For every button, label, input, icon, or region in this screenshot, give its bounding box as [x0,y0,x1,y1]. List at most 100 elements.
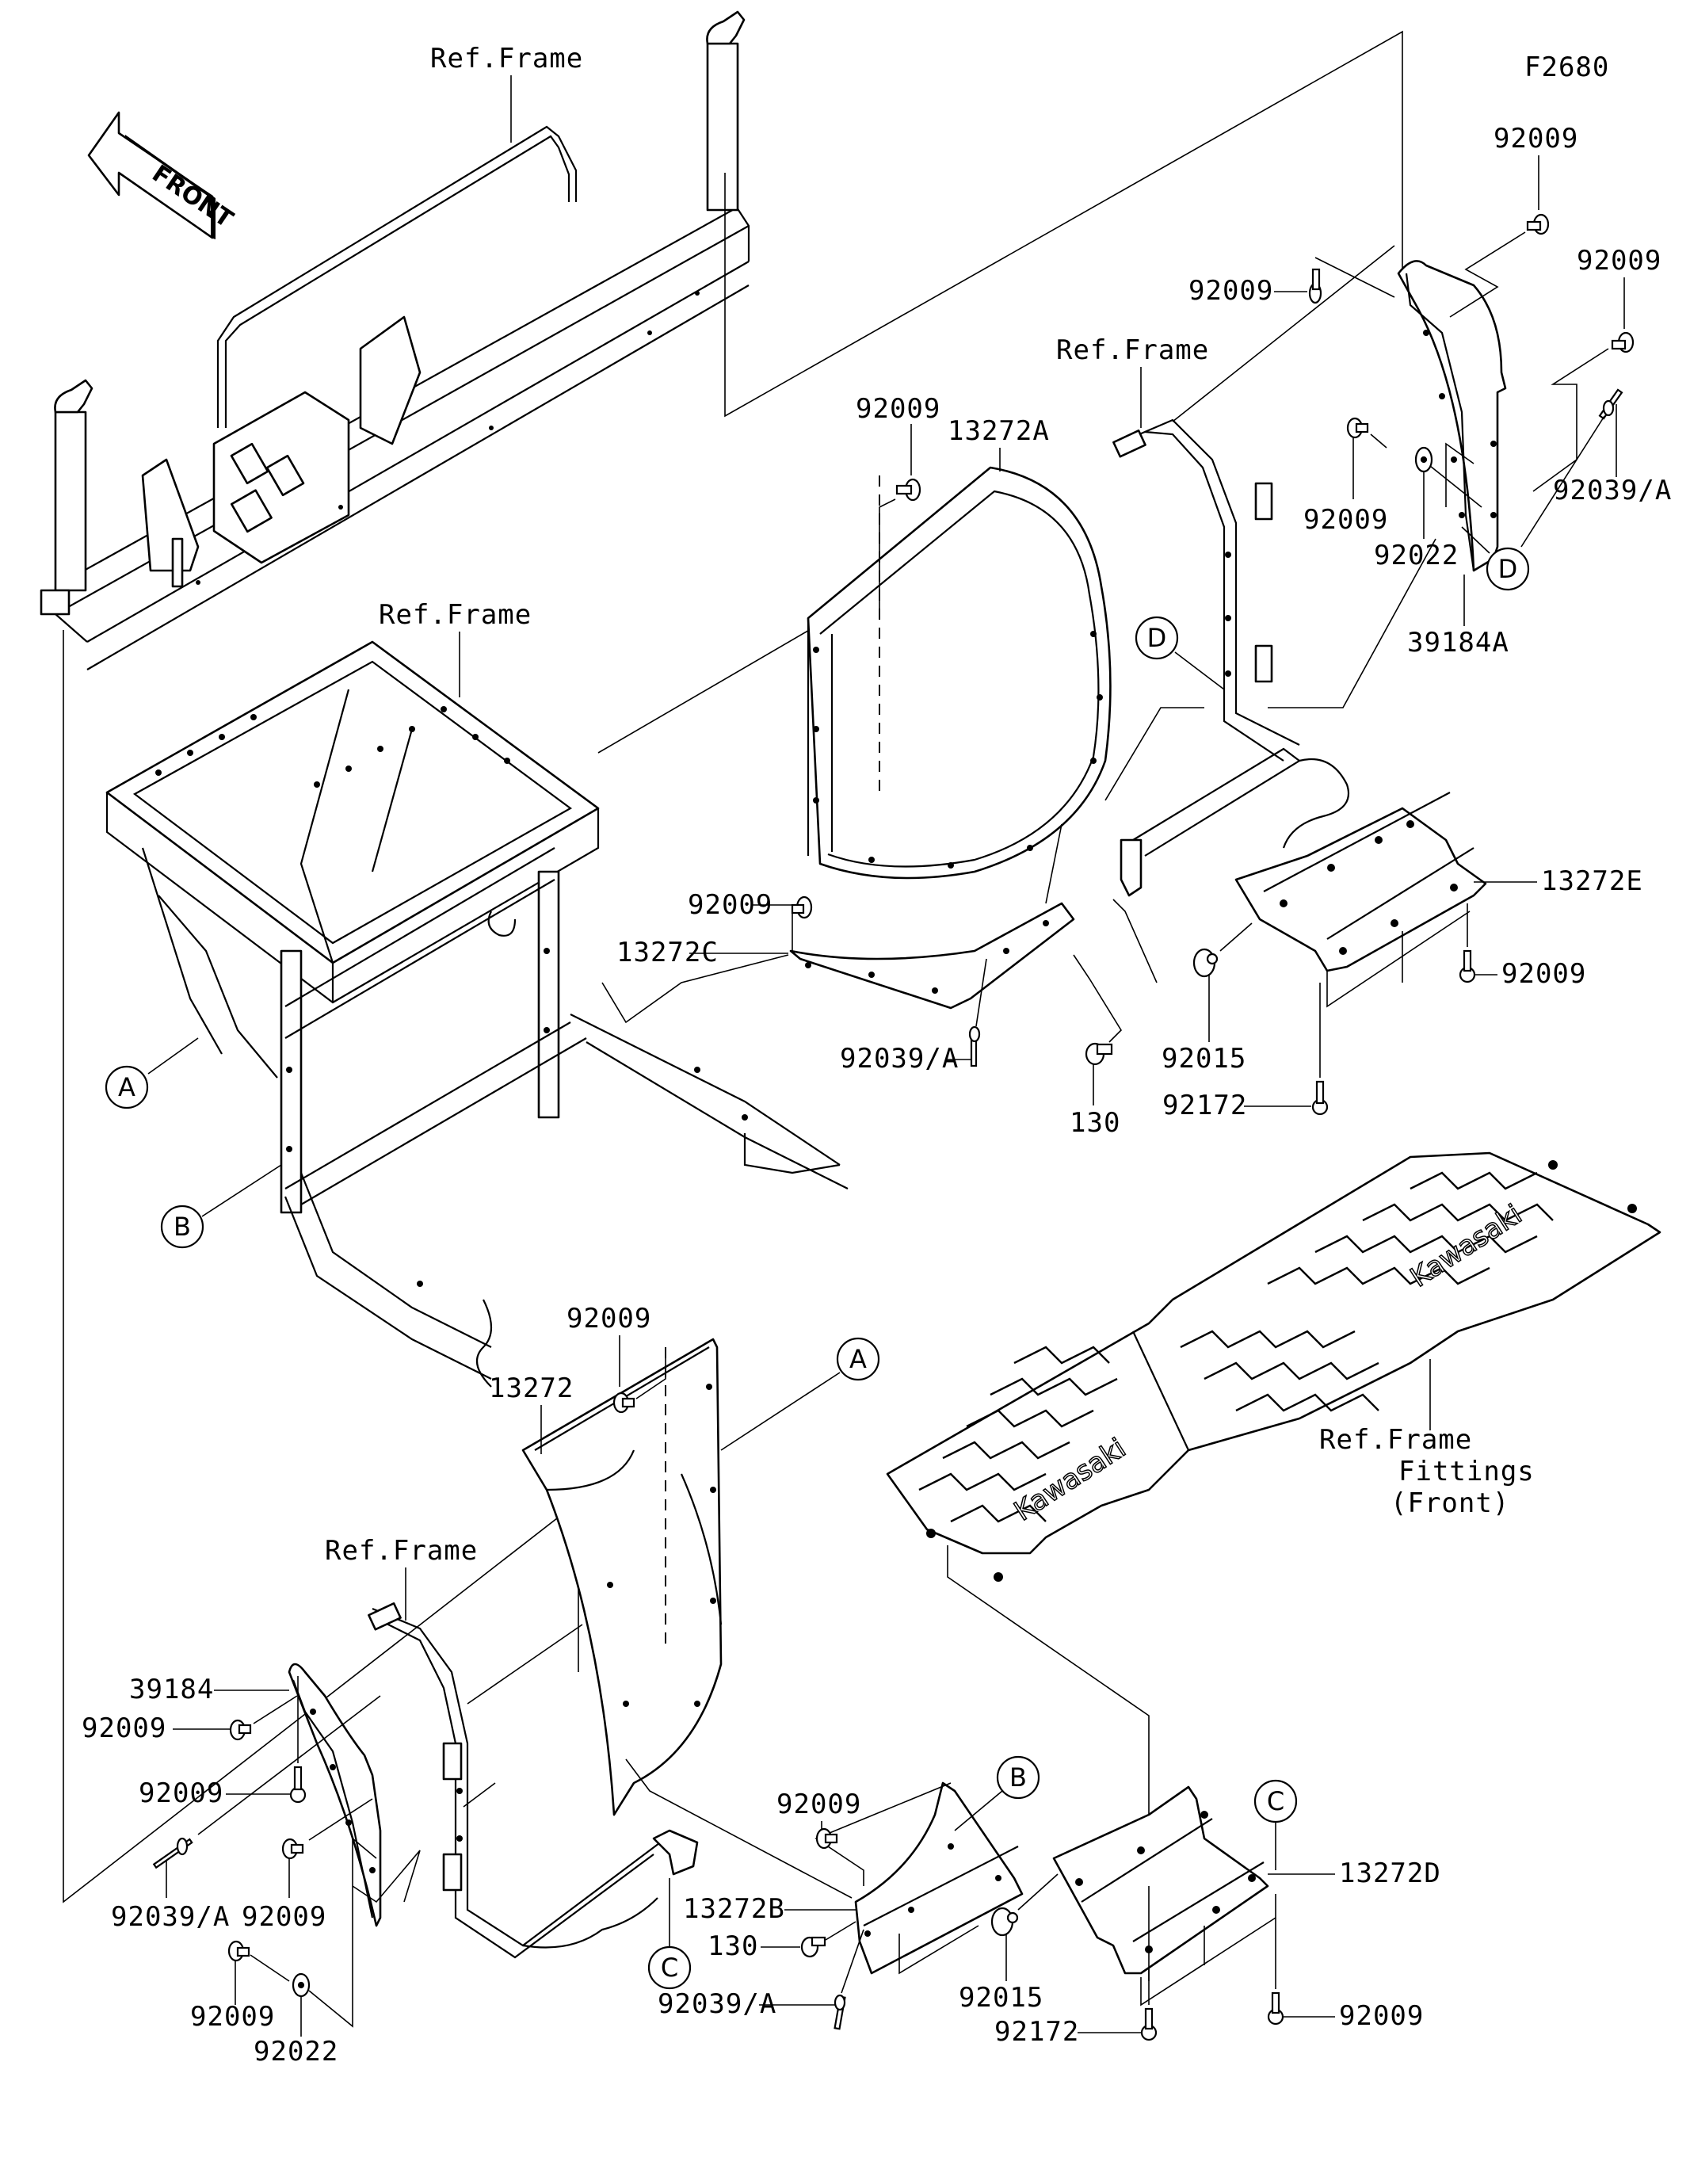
panel-39184 [288,1663,382,1927]
svg-text:92009: 92009 [1501,958,1586,990]
part-label-13272d: 13272D [1268,1858,1441,1889]
screw-icon [227,1940,250,1962]
callout-c-lower-left: C [647,1878,692,1990]
ref-frame-fittings-label: Ref.Frame Fittings (Front) [1319,1359,1534,1519]
part-label-92039a-lower: 92039/A [658,1929,864,2030]
svg-text:39184: 39184 [129,1674,214,1705]
part-label-92009-top-right-a: 92009 [1449,123,1577,318]
callout-b: B [160,1164,282,1249]
callout-d-center: D [1135,616,1225,690]
svg-text:Ref.Frame: Ref.Frame [379,599,532,631]
part-label-92022-lower-left: 92022 [254,1837,421,2068]
screw-icon [1308,268,1322,304]
svg-text:92015: 92015 [1162,1043,1246,1075]
svg-text:Ref.Frame: Ref.Frame [325,1535,478,1567]
svg-text:Ref.Frame: Ref.Frame [430,43,583,74]
svg-text:92022: 92022 [1374,540,1459,571]
svg-text:92009: 92009 [242,1901,326,1933]
part-label-13272: 13272 [489,1373,574,1454]
part-label-92172-lower: 92172 [994,1886,1158,2048]
svg-text:92039/A: 92039/A [840,1043,959,1075]
svg-text:92039/A: 92039/A [658,1988,776,2020]
part-label-13272c: 13272C [601,937,789,1024]
svg-text:92009: 92009 [567,1303,651,1334]
svg-text:92009: 92009 [1303,504,1388,536]
part-label-92009-13272a: 92009 [856,393,940,618]
part-label-92015-lower: 92015 [959,1873,1059,2014]
part-label-92039a-top-right: 92039/A [1520,388,1671,548]
grommet-icon [990,1907,1019,1937]
svg-text:92009: 92009 [1188,275,1273,307]
ref-frame-lower-left-label: Ref.Frame [325,1535,583,1808]
washer-icon [1414,446,1433,473]
svg-text:13272A: 13272A [948,415,1050,447]
part-label-92039a-center: 92039/A [840,958,987,1075]
svg-text:C: C [1267,1786,1284,1816]
bolt-icon [800,1936,826,1958]
floor-mat: Kawasaki Kawasaki [886,1151,1661,1582]
screw-icon [289,1766,307,1804]
part-label-92015-center: 92015 [1112,899,1253,1075]
callout-c-lower-right: C [1253,1779,1298,1870]
center-cab-frame [105,640,849,1388]
screw-icon [815,1827,838,1850]
screw-icon [1140,2007,1158,2041]
part-label-92009-13272e: 92009 [1459,903,1586,990]
front-direction-arrow-icon: FRONT [87,111,238,239]
svg-text:B: B [174,1212,191,1242]
rivet-icon [1598,388,1623,420]
part-label-92039a-lower-left: 92039/A [111,1695,381,1933]
callout-a: A [105,1037,199,1109]
screw-icon [1311,1080,1329,1116]
svg-text:Ref.Frame: Ref.Frame [1319,1424,1472,1456]
part-label-130-center: 130 [1070,954,1123,1139]
panel-13272d [1052,1785,1276,2006]
part-label-92009-13272c: 92009 [688,889,813,951]
panel-13272c [789,823,1075,1010]
svg-text:A: A [849,1344,867,1374]
part-label-92009-39184-a: 92009 [82,1695,298,1744]
callout-b-lower: B [954,1755,1040,1831]
svg-text:(Front): (Front) [1391,1487,1509,1519]
svg-text:D: D [1147,623,1167,653]
screw-icon [612,1392,635,1414]
svg-text:39184A: 39184A [1407,627,1509,659]
svg-text:130: 130 [708,1930,758,1962]
svg-text:13272: 13272 [489,1373,574,1404]
part-label-130-lower: 130 [708,1921,856,1962]
svg-text:D: D [1498,554,1518,584]
screw-icon [1459,949,1476,983]
svg-text:92009: 92009 [776,1789,861,1820]
svg-text:92009: 92009 [82,1712,166,1744]
screw-icon [1611,331,1635,353]
rivet-icon [968,1025,981,1067]
screw-icon [281,1838,304,1860]
panel-13272e [1234,792,1487,1008]
svg-text:A: A [118,1072,135,1102]
part-label-92009-39184-b: 92009 [139,1676,307,1809]
screw-icon [1526,213,1550,235]
part-label-92009-13272b: 92009 [776,1789,861,1850]
part-label-92009-13272: 92009 [567,1303,666,1414]
screw-icon [1267,1991,1284,2026]
svg-text:92009: 92009 [1339,2000,1424,2032]
svg-text:92022: 92022 [254,2036,338,2068]
ref-frame-middle-label: Ref.Frame [379,599,532,697]
svg-text:13272D: 13272D [1339,1858,1441,1889]
washer-icon [292,1972,311,1998]
rear-frame-crossmember [40,10,750,670]
leader-line [1268,538,1436,708]
callout-d-right: D [1461,526,1530,591]
part-label-39184: 39184 [129,1674,289,1705]
svg-text:92015: 92015 [959,1982,1043,2014]
svg-text:92009: 92009 [190,2001,275,2033]
rivet-icon [152,1837,193,1869]
svg-text:C: C [661,1953,678,1983]
panel-13272a [807,466,1112,880]
part-label-92009-top-right-b: 92009 [1188,257,1395,307]
part-label-92009-lower-left-b: 92009 [190,1940,290,2033]
leader-line [1104,707,1204,801]
panel-13272b [814,1781,1024,1975]
panel-13272 [521,1338,723,1816]
